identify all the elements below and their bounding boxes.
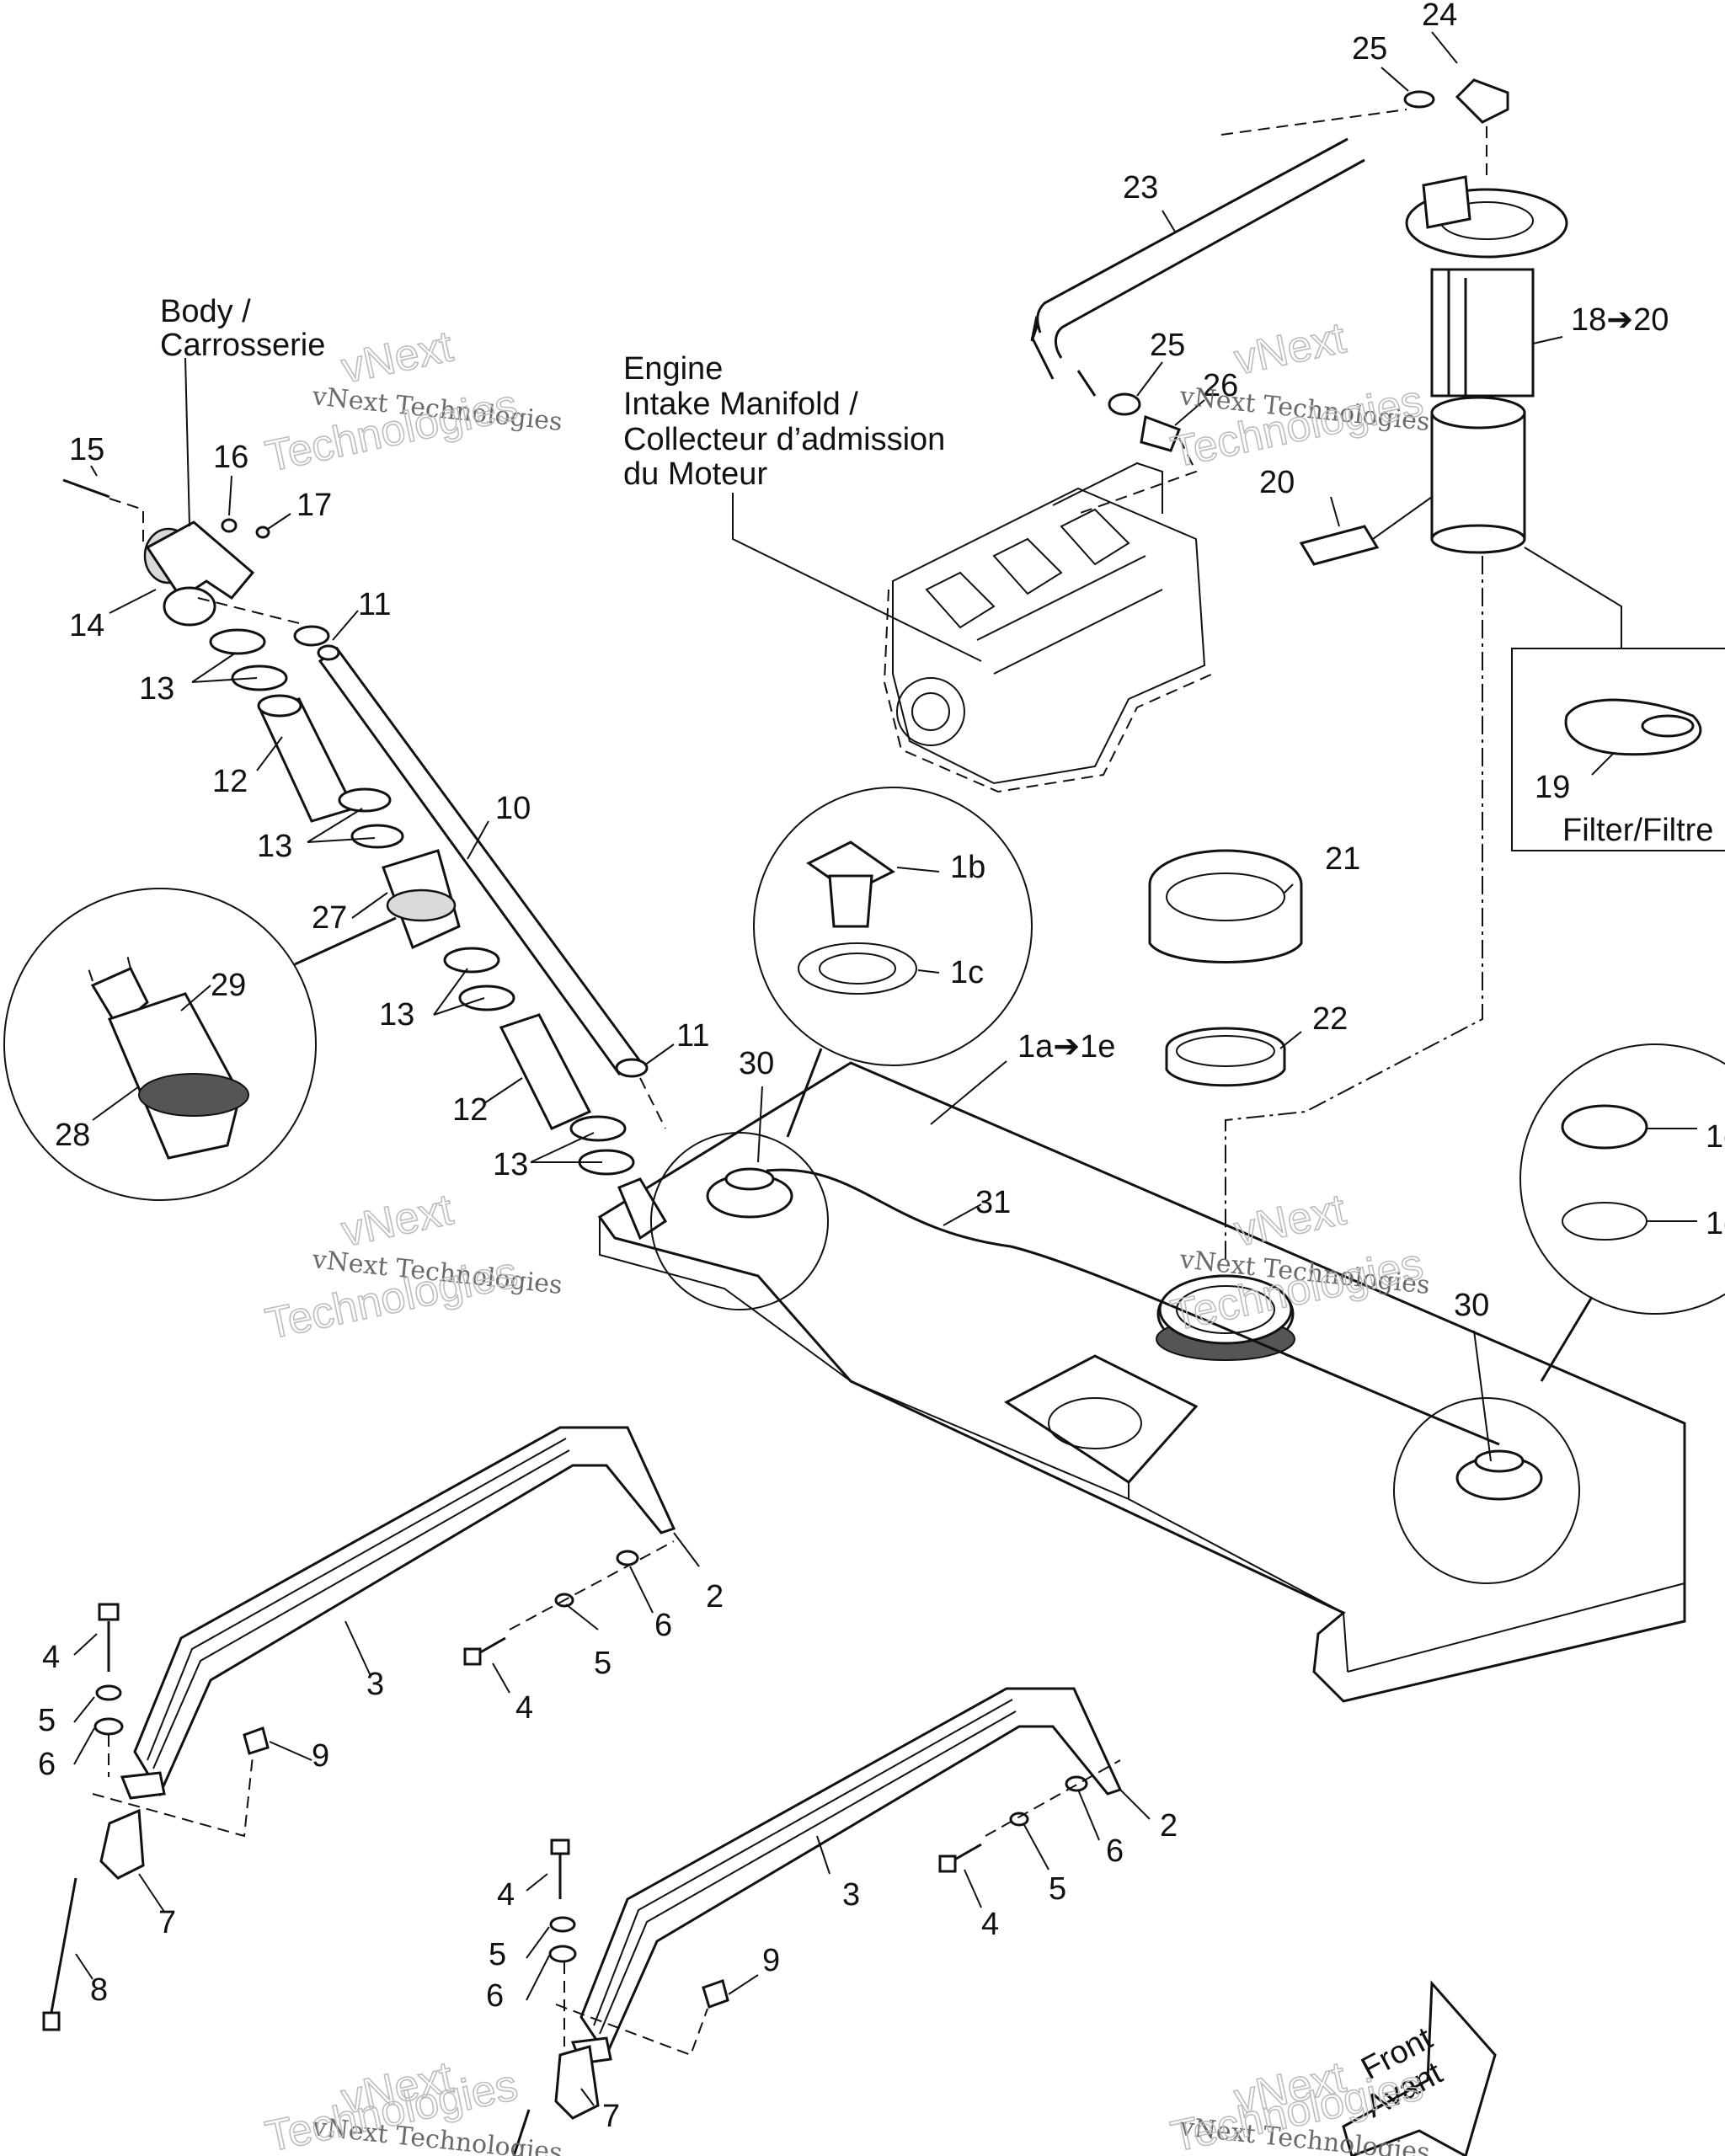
label-4: 4 <box>515 1690 533 1726</box>
bracket-7-rear <box>99 1808 145 1880</box>
label-13: 13 <box>379 997 414 1033</box>
leader-lines <box>73 31 1697 2106</box>
note-engine: Collecteur d’admission <box>623 422 945 457</box>
callout-notes: Body / Carrosserie Engine Intake Manifol… <box>160 294 1713 2125</box>
label-7: 7 <box>602 2099 620 2134</box>
tank-strap-front <box>570 1687 1123 2065</box>
label-5: 5 <box>38 1703 56 1738</box>
detail-valve-circle <box>3 888 397 1201</box>
label-15: 15 <box>69 432 104 467</box>
note-engine: Intake Manifold / <box>623 387 858 422</box>
label-1b: 1b <box>950 850 985 885</box>
rollover-valve-right <box>1393 1397 1580 1584</box>
watermark-brand: vNext <box>1230 313 1350 384</box>
label-2: 2 <box>706 1579 724 1614</box>
label-4: 4 <box>497 1877 515 1913</box>
label-1d: 1d <box>1706 1119 1725 1155</box>
label-27: 27 <box>312 900 347 936</box>
label-16: 16 <box>213 440 248 475</box>
fuel-pump-module <box>1220 78 1568 1263</box>
label-26: 26 <box>1203 368 1238 403</box>
note-body: Body / <box>160 294 251 329</box>
gasket-22 <box>1165 1027 1286 1087</box>
note-body: Carrosserie <box>160 328 325 363</box>
detail-valve-1d-1e <box>1519 1043 1725 1382</box>
label-8: 8 <box>90 1972 108 2008</box>
rollover-valve-left <box>650 1132 829 1310</box>
label-6: 6 <box>1106 1833 1124 1869</box>
watermark-brand: vNext <box>337 322 457 392</box>
watermark-brand: vNext <box>1230 1185 1350 1256</box>
label-18-20: 18➔20 <box>1571 302 1669 338</box>
tank-strap-rear <box>120 1426 676 1800</box>
label-11: 11 <box>676 1018 709 1054</box>
vent-hose-23 <box>1030 137 1365 515</box>
tank-pump-opening <box>1156 1274 1295 1361</box>
vent-line-31 <box>766 1168 1500 1446</box>
filter-detail-box <box>1511 547 1725 851</box>
label-6: 6 <box>38 1747 56 1782</box>
label-11: 11 <box>358 587 391 622</box>
label-3: 3 <box>366 1667 384 1702</box>
label-23: 23 <box>1123 170 1158 205</box>
label-12: 12 <box>212 764 248 799</box>
label-19: 19 <box>1535 770 1570 805</box>
note-engine: Engine <box>623 351 723 387</box>
label-1c: 1c <box>950 955 984 990</box>
label-25: 25 <box>1150 328 1185 363</box>
label-3: 3 <box>842 1877 860 1913</box>
engine-intake-manifold <box>883 462 1214 793</box>
note-filter: Filter/Filtre <box>1562 813 1713 848</box>
note-engine: du Moteur <box>623 456 767 492</box>
label-7: 7 <box>158 1905 176 1940</box>
label-30: 30 <box>739 1046 774 1081</box>
label-6: 6 <box>486 1978 504 2014</box>
label-9: 9 <box>312 1738 329 1774</box>
filler-assembly <box>62 478 668 1241</box>
label-5: 5 <box>489 1937 506 1972</box>
label-29: 29 <box>211 968 246 1003</box>
front-arrow <box>1342 1980 1497 2156</box>
label-20: 20 <box>1259 465 1295 500</box>
label-13: 13 <box>493 1147 528 1182</box>
label-12: 12 <box>452 1092 488 1128</box>
fuel-tank <box>597 1061 1686 1703</box>
label-6: 6 <box>654 1608 672 1643</box>
watermark-brand: vNext <box>337 1185 457 1256</box>
label-24: 24 <box>1422 0 1457 33</box>
label-1a-1e: 1a➔1e <box>1017 1029 1115 1065</box>
label-4: 4 <box>981 1907 999 1942</box>
label-13: 13 <box>139 671 174 707</box>
fasteners <box>42 1540 1121 2156</box>
label-4: 4 <box>42 1640 60 1675</box>
label-21: 21 <box>1325 841 1360 877</box>
label-5: 5 <box>594 1646 611 1681</box>
label-31: 31 <box>975 1185 1011 1220</box>
label-2: 2 <box>1160 1808 1178 1844</box>
part-labels: 24 25 23 25 26 18➔20 20 19 15 16 17 14 1… <box>38 0 1725 2134</box>
label-30: 30 <box>1454 1288 1489 1323</box>
label-5: 5 <box>1049 1871 1066 1907</box>
label-14: 14 <box>69 608 104 643</box>
label-9: 9 <box>762 1943 780 1978</box>
label-13: 13 <box>257 829 292 864</box>
detail-valve-1b-1c <box>753 787 1033 1138</box>
label-1e: 1e <box>1706 1206 1725 1241</box>
label-17: 17 <box>296 488 332 523</box>
label-28: 28 <box>55 1118 90 1153</box>
bracket-7-front <box>554 2045 600 2120</box>
label-25: 25 <box>1352 31 1387 67</box>
label-22: 22 <box>1312 1001 1348 1037</box>
label-10: 10 <box>495 791 531 826</box>
lock-ring-21 <box>1148 849 1303 963</box>
